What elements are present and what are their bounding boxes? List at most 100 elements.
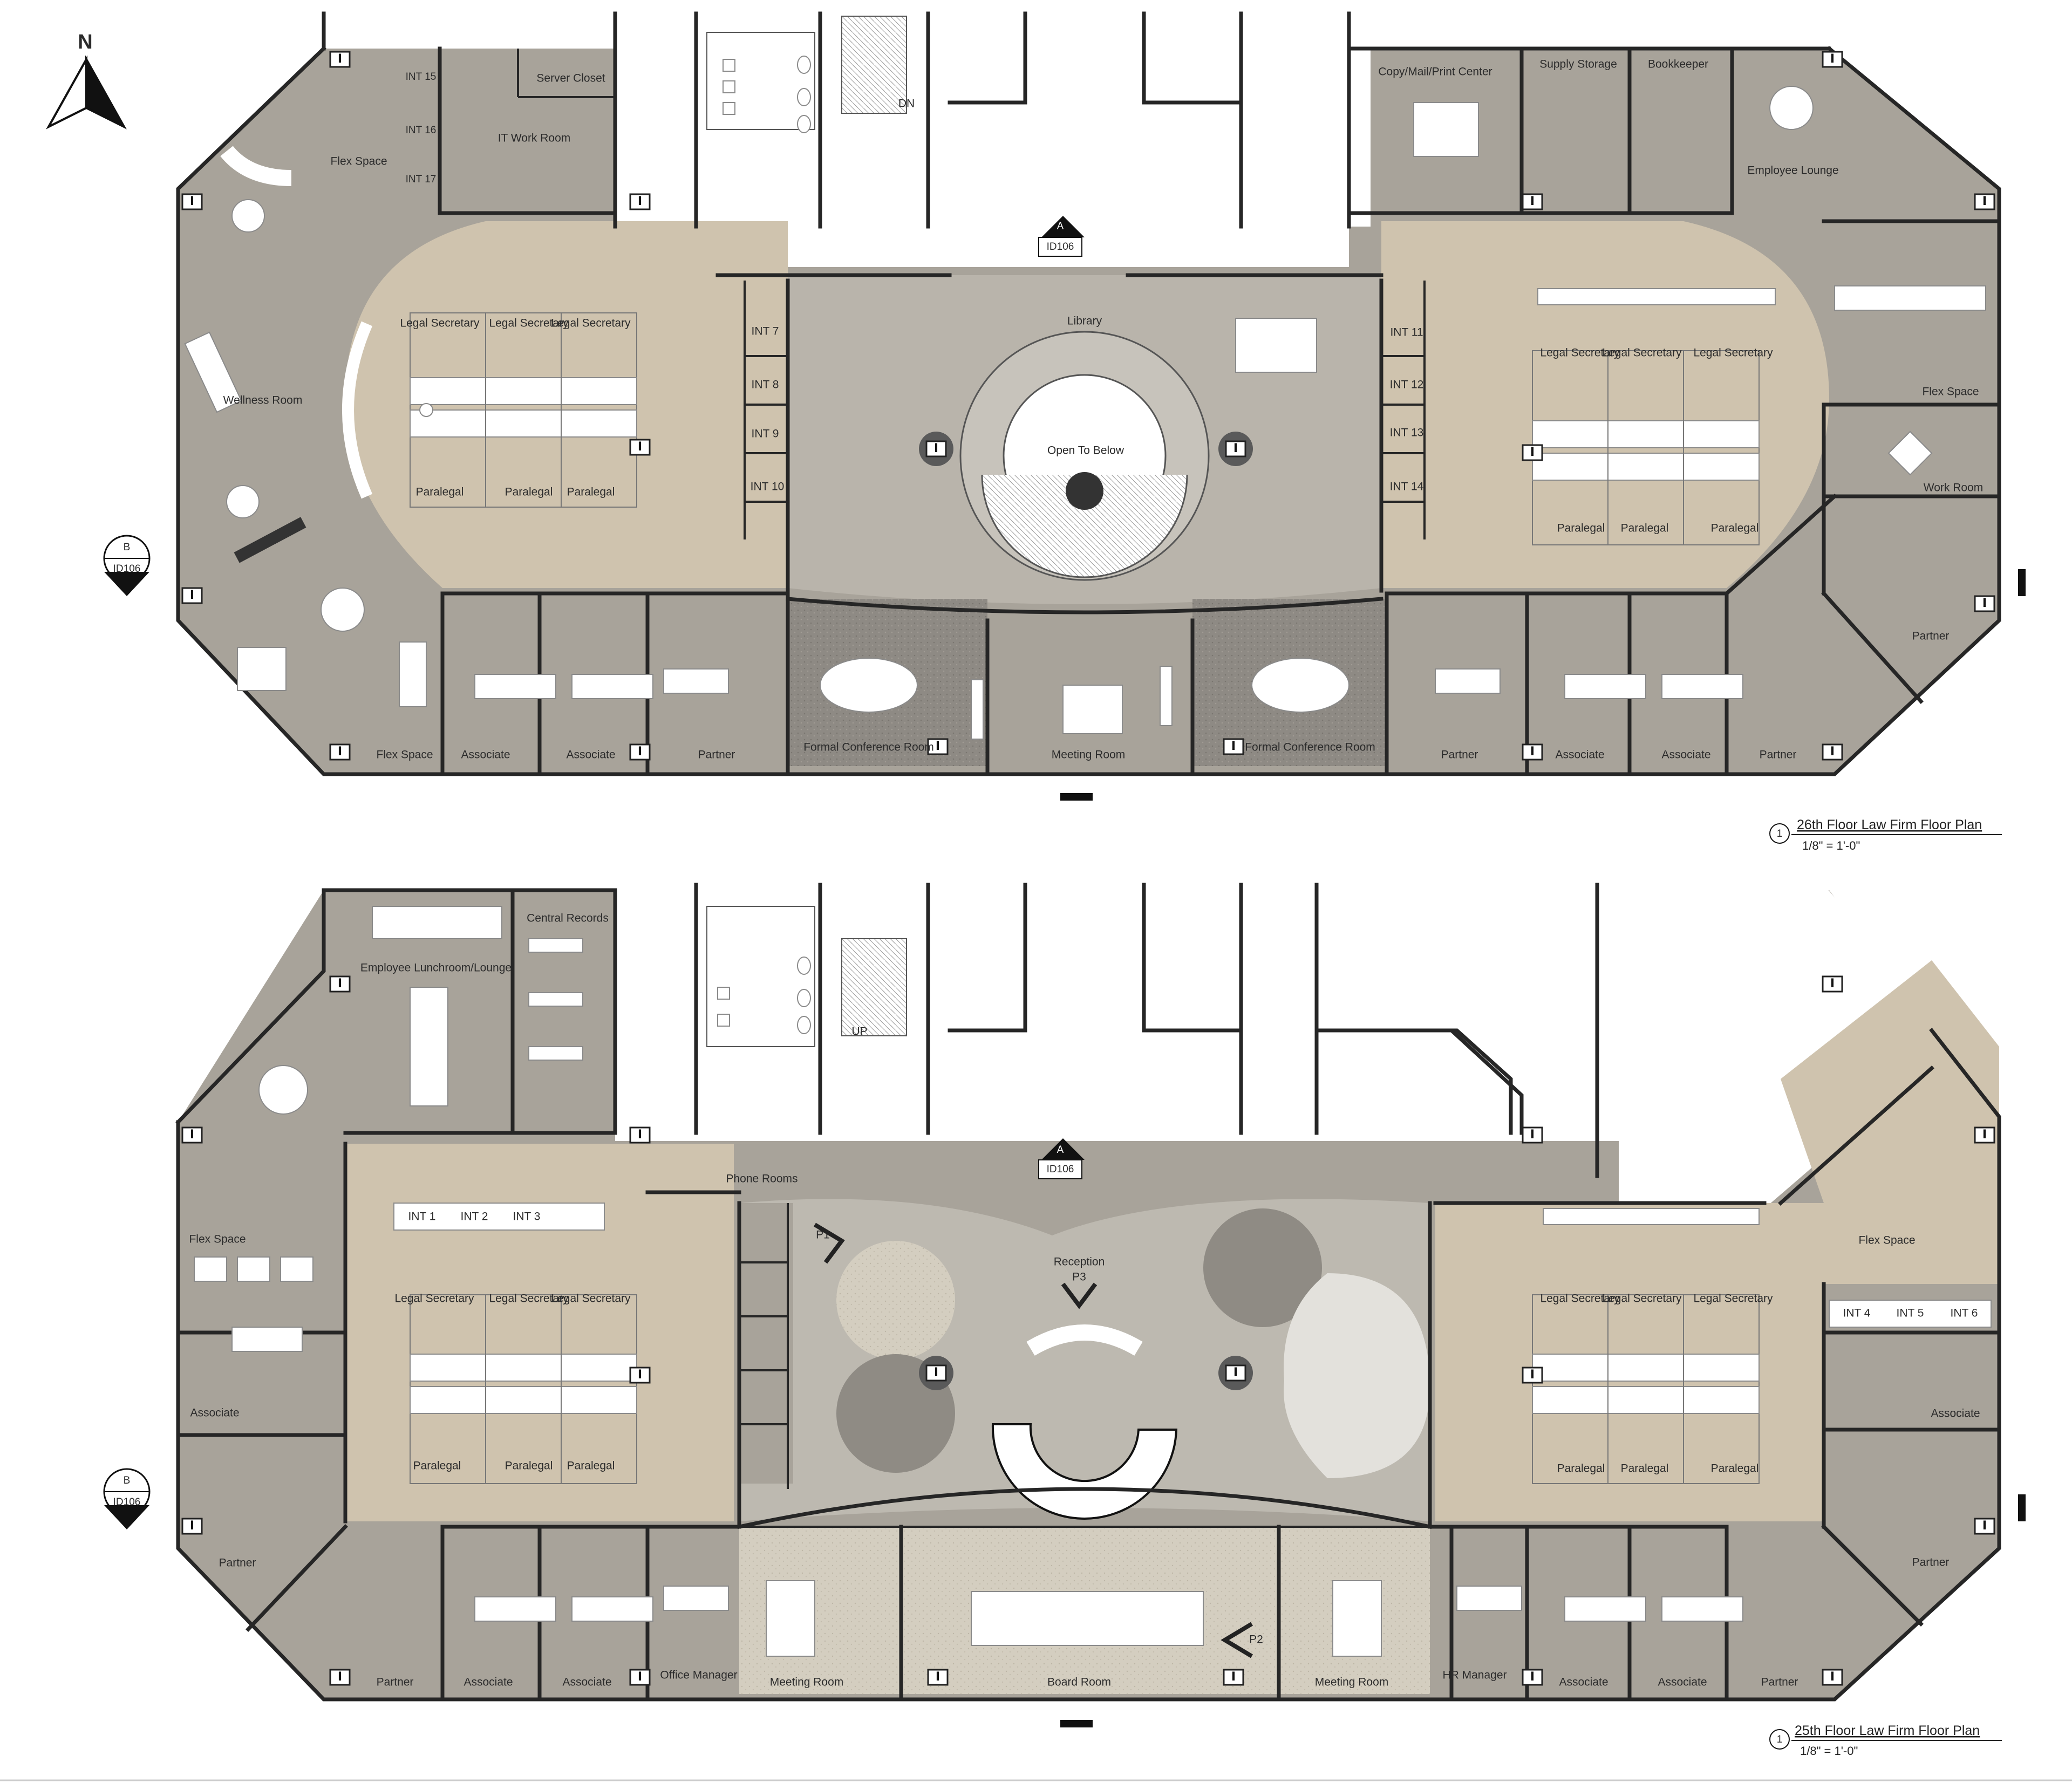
label-phone-rooms: Phone Rooms: [726, 1173, 798, 1185]
label-associate-2: Associate: [566, 749, 615, 761]
svg-text:I: I: [1982, 1128, 1987, 1142]
workstations-west-26: [410, 312, 637, 508]
label-reception: Reception: [1054, 1256, 1105, 1268]
plan-title-25: 25th Floor Law Firm Floor Plan: [1795, 1723, 1980, 1738]
svg-text:I: I: [638, 440, 642, 454]
label-25-associate-4: Associate: [1658, 1676, 1707, 1689]
label-int16: INT 16: [406, 125, 437, 136]
label-25-legal-secretary-2: Legal Secretary: [489, 1293, 569, 1305]
label-flex-space-w: Flex Space: [189, 1233, 246, 1246]
svg-text:I: I: [934, 442, 938, 455]
svg-text:I: I: [338, 52, 342, 66]
svg-text:ID106: ID106: [113, 563, 141, 575]
plan-scale-26: 1/8" = 1'-0": [1802, 839, 1860, 852]
label-25-associate-w: Associate: [190, 1407, 239, 1419]
svg-text:I: I: [638, 1670, 642, 1684]
drawing-number-25: 1: [1777, 1734, 1783, 1745]
label-office-manager: Office Manager: [660, 1669, 737, 1682]
label-int10: INT 10: [751, 481, 785, 493]
label-associate-1: Associate: [461, 749, 510, 761]
label-25-paralegal-5: Paralegal: [1621, 1463, 1669, 1475]
label-associate-4: Associate: [1661, 749, 1710, 761]
label-paralegal-2: Paralegal: [505, 486, 553, 498]
label-int8: INT 8: [752, 379, 779, 391]
label-int1: INT 1: [408, 1211, 436, 1223]
label-open-to-below: Open To Below: [1047, 445, 1124, 457]
label-int7: INT 7: [752, 325, 779, 338]
label-legal-secretary-1: Legal Secretary: [400, 317, 480, 330]
workstations-east-26: [1532, 288, 1776, 545]
title-block-25: 1 25th Floor Law Firm Floor Plan 1/8" = …: [1769, 1723, 2002, 1758]
svg-text:I: I: [1530, 446, 1535, 459]
label-flex-space-nw: Flex Space: [330, 155, 387, 168]
label-25-partner-e: Partner: [1912, 1556, 1950, 1569]
svg-text:I: I: [1982, 195, 1987, 208]
label-25-legal-secretary-6: Legal Secretary: [1693, 1293, 1773, 1305]
plan-26th-floor: I I I I I I I I I I I I I I I I I I INT …: [103, 11, 2026, 852]
label-25-paralegal-6: Paralegal: [1711, 1463, 1759, 1475]
svg-text:ID106: ID106: [1047, 241, 1074, 252]
svg-text:I: I: [190, 1519, 194, 1533]
svg-text:I: I: [190, 589, 194, 602]
svg-text:I: I: [638, 1128, 642, 1142]
label-paralegal-4: Paralegal: [1557, 522, 1605, 535]
label-25-meeting-room-e: Meeting Room: [1315, 1676, 1389, 1689]
svg-text:I: I: [1231, 1670, 1236, 1684]
label-int5: INT 5: [1897, 1307, 1924, 1320]
svg-text:I: I: [1231, 740, 1236, 753]
shell-space-ne-25: [1619, 885, 1959, 1208]
room-labels-25: Employee Lunchroom/Lounge Central Record…: [189, 912, 1980, 1689]
label-partner-4: Partner: [1912, 630, 1950, 643]
label-flex-space-e: Flex Space: [1858, 1234, 1915, 1247]
svg-text:I: I: [1982, 597, 1987, 610]
label-paralegal-6: Paralegal: [1711, 522, 1759, 535]
svg-text:I: I: [338, 1670, 342, 1684]
title-block-26: 1 26th Floor Law Firm Floor Plan 1/8" = …: [1769, 817, 2002, 852]
label-int2: INT 2: [461, 1211, 488, 1223]
svg-text:ID106: ID106: [1047, 1164, 1074, 1175]
svg-text:I: I: [1530, 1368, 1535, 1382]
svg-text:ID106: ID106: [113, 1497, 141, 1508]
label-associate-3: Associate: [1555, 749, 1604, 761]
label-25-partner-w: Partner: [219, 1557, 256, 1569]
label-int15: INT 15: [406, 71, 437, 83]
svg-text:I: I: [1830, 52, 1835, 66]
drawing-number-26: 1: [1777, 828, 1783, 839]
label-wellness-room: Wellness Room: [223, 394, 303, 407]
label-board-room: Board Room: [1047, 1676, 1111, 1689]
label-supply-storage: Supply Storage: [1539, 58, 1617, 71]
label-int4: INT 4: [1843, 1307, 1871, 1320]
open-office-east-26: [1381, 221, 1829, 588]
label-int14: INT 14: [1390, 481, 1424, 493]
workstations-west-25: [410, 1294, 637, 1484]
plan-25th-floor: I I I I I I I I I I I I I I I I I I Empl…: [103, 883, 2026, 1758]
north-arrow: N: [46, 31, 127, 129]
label-25-partner-se: Partner: [1761, 1676, 1798, 1689]
section-marker-b-26: B ID106: [103, 535, 151, 596]
svg-text:I: I: [638, 1368, 642, 1382]
svg-text:I: I: [934, 1366, 938, 1379]
label-it-work-room: IT Work Room: [498, 132, 571, 145]
label-up: UP: [851, 1026, 867, 1038]
section-marker-b-25: B ID106: [103, 1468, 151, 1529]
structural-columns-25: I I I I I I I I I I I I I I I I I I: [181, 975, 1995, 1686]
svg-text:I: I: [190, 1128, 194, 1142]
svg-text:B: B: [124, 542, 131, 553]
svg-text:I: I: [936, 740, 940, 753]
label-int17: INT 17: [406, 174, 437, 185]
label-partner-2: Partner: [1441, 749, 1478, 761]
north-arrow-icon: [46, 55, 127, 129]
label-meeting-room-26: Meeting Room: [1052, 749, 1126, 761]
label-legal-secretary-6: Legal Secretary: [1693, 347, 1773, 359]
label-25-legal-secretary-4: Legal Secretary: [1540, 1293, 1620, 1305]
svg-text:I: I: [1982, 1519, 1987, 1533]
label-dn: DN: [898, 98, 915, 110]
label-25-meeting-room-w: Meeting Room: [770, 1676, 844, 1689]
svg-text:I: I: [1830, 745, 1835, 759]
label-25-legal-secretary-1: Legal Secretary: [394, 1293, 474, 1305]
label-bookkeeper: Bookkeeper: [1648, 58, 1708, 71]
label-partner-3: Partner: [1760, 749, 1797, 761]
svg-text:A: A: [1057, 1144, 1064, 1156]
label-p3: P3: [1072, 1271, 1086, 1283]
label-p2: P2: [1249, 1634, 1263, 1646]
